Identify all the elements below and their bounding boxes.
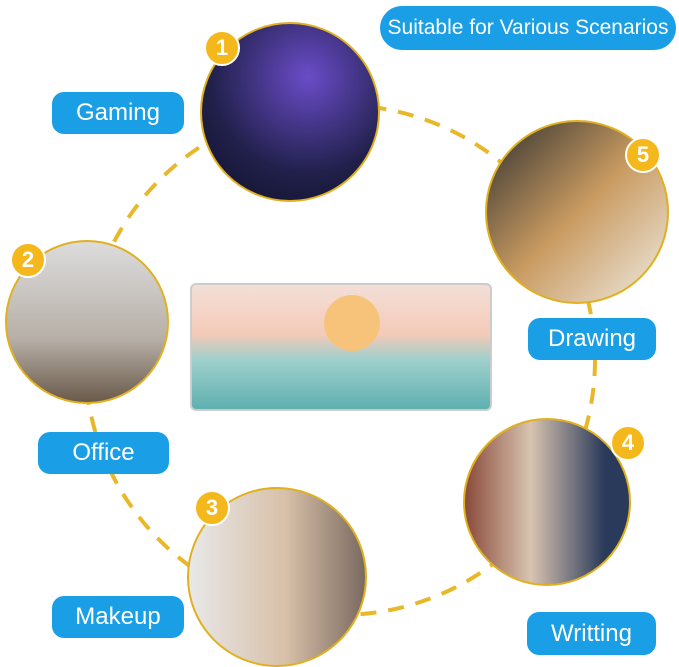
writing-photo (463, 418, 631, 586)
title-banner: Suitable for Various Scenarios (380, 6, 676, 50)
label-gaming: Gaming (52, 92, 184, 134)
badge-5: 5 (625, 137, 661, 173)
label-writting: Writting (527, 612, 656, 655)
label-makeup: Makeup (52, 596, 184, 638)
makeup-photo (187, 487, 367, 667)
mousepad-image (190, 283, 492, 411)
badge-3: 3 (194, 490, 230, 526)
sun-shape (324, 295, 380, 351)
badge-2: 2 (10, 242, 46, 278)
badge-1: 1 (204, 30, 240, 66)
label-drawing: Drawing (528, 318, 656, 360)
label-office: Office (38, 432, 169, 474)
badge-4: 4 (610, 425, 646, 461)
